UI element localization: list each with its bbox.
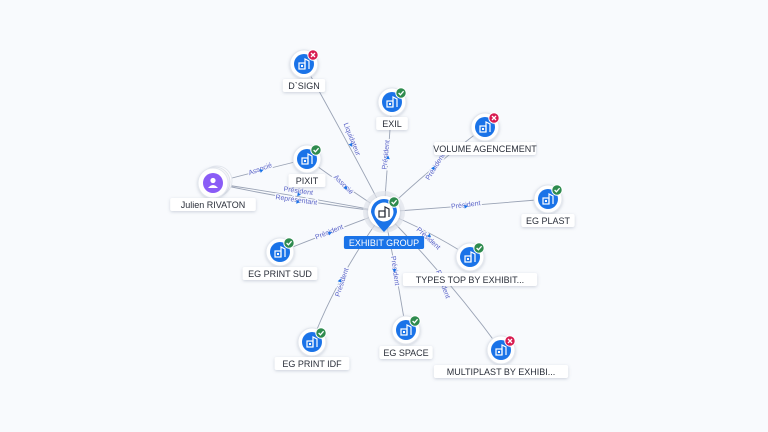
node-label: D`SIGN bbox=[288, 81, 320, 91]
company-node-egspace[interactable]: EG SPACE bbox=[379, 315, 433, 359]
building-icon bbox=[378, 206, 390, 218]
check-icon bbox=[409, 315, 421, 327]
node-label: VOLUME AGENCEMENT bbox=[433, 144, 537, 154]
node-label-bg bbox=[242, 267, 318, 280]
node-label-bg bbox=[379, 346, 433, 359]
node-label: MULTIPLAST BY EXHIBI... bbox=[447, 367, 556, 377]
node-label: EG PRINT SUD bbox=[248, 269, 312, 279]
edge-arrow bbox=[431, 166, 435, 171]
company-node-egprintidf[interactable]: EG PRINT IDF bbox=[274, 327, 350, 370]
node-label-bg bbox=[376, 117, 408, 130]
node-label-bg bbox=[288, 174, 326, 187]
center-node[interactable]: EXHIBIT GROUP bbox=[343, 191, 425, 249]
node-label-bg bbox=[274, 357, 350, 370]
node-label-bg bbox=[343, 236, 425, 249]
node-label-bg bbox=[282, 79, 326, 92]
company-node-dsign[interactable]: D`SIGN bbox=[282, 49, 326, 92]
company-node-egprintsud[interactable]: EG PRINT SUD bbox=[242, 237, 318, 280]
node-label: TYPES TOP BY EXHIBIT... bbox=[416, 275, 524, 285]
check-icon bbox=[388, 196, 400, 208]
edge-arrow bbox=[464, 204, 468, 209]
edge-arrow bbox=[385, 155, 390, 160]
edge-arrow bbox=[327, 231, 332, 236]
node-label-bg bbox=[434, 142, 536, 155]
check-icon bbox=[473, 242, 485, 254]
edge-arrow bbox=[297, 192, 301, 197]
edge-center-egplast: Président bbox=[383, 198, 549, 213]
check-icon bbox=[395, 87, 407, 99]
close-icon bbox=[504, 335, 516, 347]
edge-label: Liquidateur bbox=[342, 122, 362, 157]
check-icon bbox=[283, 237, 295, 249]
node-label: EG PLAST bbox=[526, 216, 571, 226]
edge-arrow bbox=[296, 199, 300, 204]
node-label: EG SPACE bbox=[383, 348, 428, 358]
company-node-multiplast[interactable]: MULTIPLAST BY EXHIBI... bbox=[433, 335, 569, 378]
company-node-egplast[interactable]: EG PLAST bbox=[521, 184, 575, 227]
node-label: EG PRINT IDF bbox=[282, 359, 342, 369]
node-label: Julien RIVATON bbox=[181, 200, 246, 210]
edge-arrow bbox=[427, 233, 431, 238]
company-node-exil[interactable]: EXIL bbox=[376, 87, 408, 130]
edge-arrow bbox=[343, 185, 348, 190]
company-node-pixit[interactable]: PIXIT bbox=[288, 144, 326, 187]
company-node-typestop[interactable]: TYPES TOP BY EXHIBIT... bbox=[402, 242, 538, 286]
node-label-bg bbox=[521, 214, 575, 227]
check-icon bbox=[315, 327, 327, 339]
edge-arrow bbox=[348, 142, 353, 147]
node-label: PIXIT bbox=[296, 176, 319, 186]
node-label: EXHIBIT GROUP bbox=[349, 238, 419, 248]
close-icon bbox=[488, 112, 500, 124]
user-icon bbox=[208, 177, 218, 188]
node-label-bg bbox=[433, 365, 569, 378]
check-icon bbox=[551, 184, 563, 196]
check-icon bbox=[310, 144, 322, 156]
edge-label: Président bbox=[425, 153, 447, 182]
node-label: EXIL bbox=[382, 119, 402, 129]
edge-arrow bbox=[337, 278, 342, 283]
edge-arrow bbox=[392, 268, 397, 273]
edge-label: Associé bbox=[332, 174, 354, 196]
close-icon bbox=[307, 49, 319, 61]
edge-arrow bbox=[259, 169, 264, 173]
company-node-volume[interactable]: VOLUME AGENCEMENT bbox=[433, 112, 537, 155]
person-node[interactable]: Julien RIVATON bbox=[170, 165, 256, 211]
node-label-bg bbox=[170, 198, 256, 211]
edge-label: Président bbox=[381, 140, 391, 170]
node-label-bg bbox=[402, 273, 538, 286]
edge-label: Président bbox=[335, 267, 351, 297]
nodes-layer: D`SIGN EXIL VOLUME AGENCEMENT PIXIT EG PLAST… bbox=[170, 49, 575, 378]
